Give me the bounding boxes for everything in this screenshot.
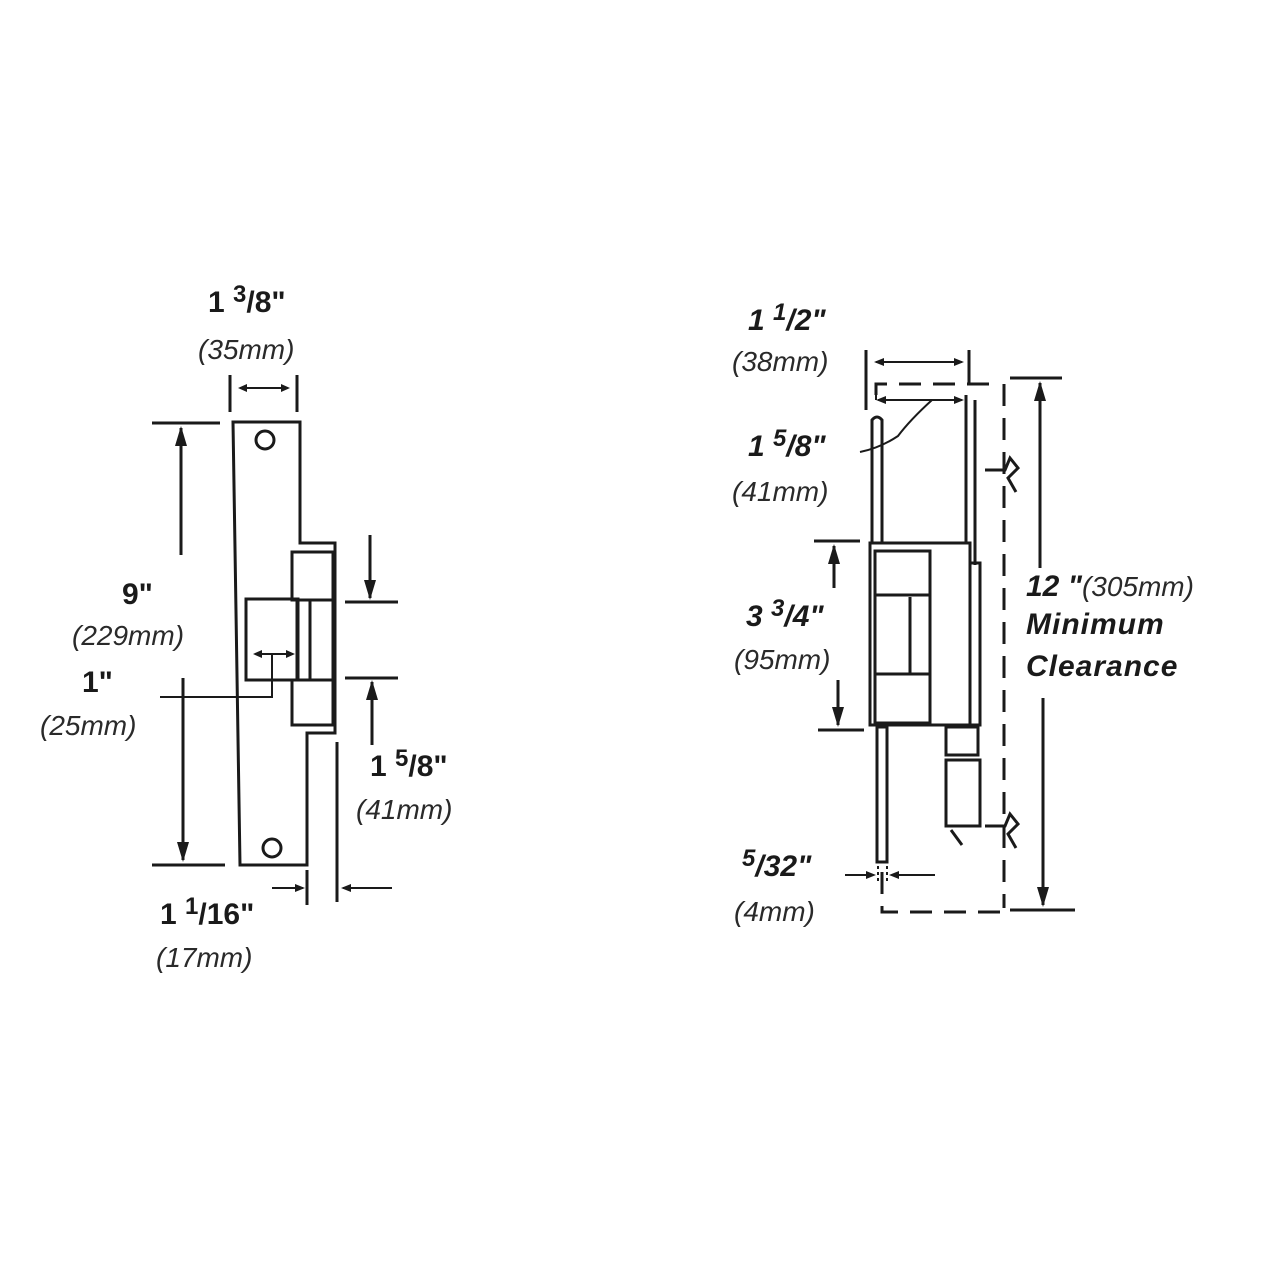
clearance-value: 12 " — [1026, 570, 1082, 603]
denominator: /2" — [786, 304, 826, 337]
numerator: 1 — [773, 299, 787, 326]
solenoid — [944, 758, 982, 828]
label-depth-mm: (17mm) — [156, 942, 253, 973]
side-view — [814, 350, 1075, 914]
numerator: 3 — [771, 595, 785, 622]
strike-body — [868, 541, 972, 727]
whole: 1 — [370, 750, 387, 783]
whole: 1 — [748, 430, 765, 463]
faceplate-outline — [231, 420, 337, 867]
label-lip-offset-mm: (25mm) — [40, 710, 137, 741]
whole: 1 — [160, 898, 177, 931]
label-clearance: 12 "(305mm) — [1026, 572, 1194, 602]
label-overall-width-mm: (38mm) — [732, 346, 829, 377]
label-faceplate-width-mm: (35mm) — [198, 334, 295, 365]
screw-hole-top — [254, 429, 276, 451]
clearance-mm: (305mm) — [1081, 571, 1194, 602]
label-clearance-line2: Clearance — [1026, 650, 1179, 683]
denominator: /8" — [408, 750, 448, 783]
keeper-middle — [295, 598, 335, 682]
label-plate-thickness: 5/32" — [742, 847, 812, 883]
label-faceplate-width: 1 3/8" — [208, 283, 286, 319]
denominator: /8" — [246, 286, 286, 319]
numerator: 5 — [773, 425, 787, 452]
numerator: 5 — [395, 745, 409, 772]
label-body-height: 3 3/4" — [746, 597, 824, 633]
label-plate-thickness-mm: (4mm) — [734, 896, 815, 927]
denominator: /8" — [786, 430, 826, 463]
keeper-lower — [290, 678, 335, 727]
label-height-mm: (229mm) — [72, 620, 185, 651]
label-keeper-height-mm: (41mm) — [356, 794, 453, 825]
label-keeper-height: 1 5/8" — [370, 747, 448, 783]
label-depth: 1 1/16" — [160, 895, 255, 931]
front-view — [152, 375, 398, 905]
denominator: /32" — [755, 850, 812, 883]
numerator: 5 — [742, 845, 756, 872]
label-clearance-line1: Minimum — [1026, 608, 1165, 641]
numerator: 3 — [233, 281, 247, 308]
keeper-upper — [290, 550, 335, 602]
whole: 1 — [748, 304, 765, 337]
whole: 1 — [208, 286, 225, 319]
whole: 3 — [746, 600, 763, 633]
label-body-height-mm: (95mm) — [734, 644, 831, 675]
screw-hole-bottom — [261, 837, 283, 859]
denominator: /4" — [784, 600, 824, 633]
label-inner-width-mm: (41mm) — [732, 476, 829, 507]
label-inner-width: 1 5/8" — [748, 427, 826, 463]
numerator: 1 — [185, 893, 199, 920]
denominator: /16" — [198, 898, 255, 931]
label-overall-width: 1 1/2" — [748, 301, 826, 337]
label-lip-offset: 1" — [82, 666, 113, 699]
label-height: 9" — [122, 578, 153, 611]
